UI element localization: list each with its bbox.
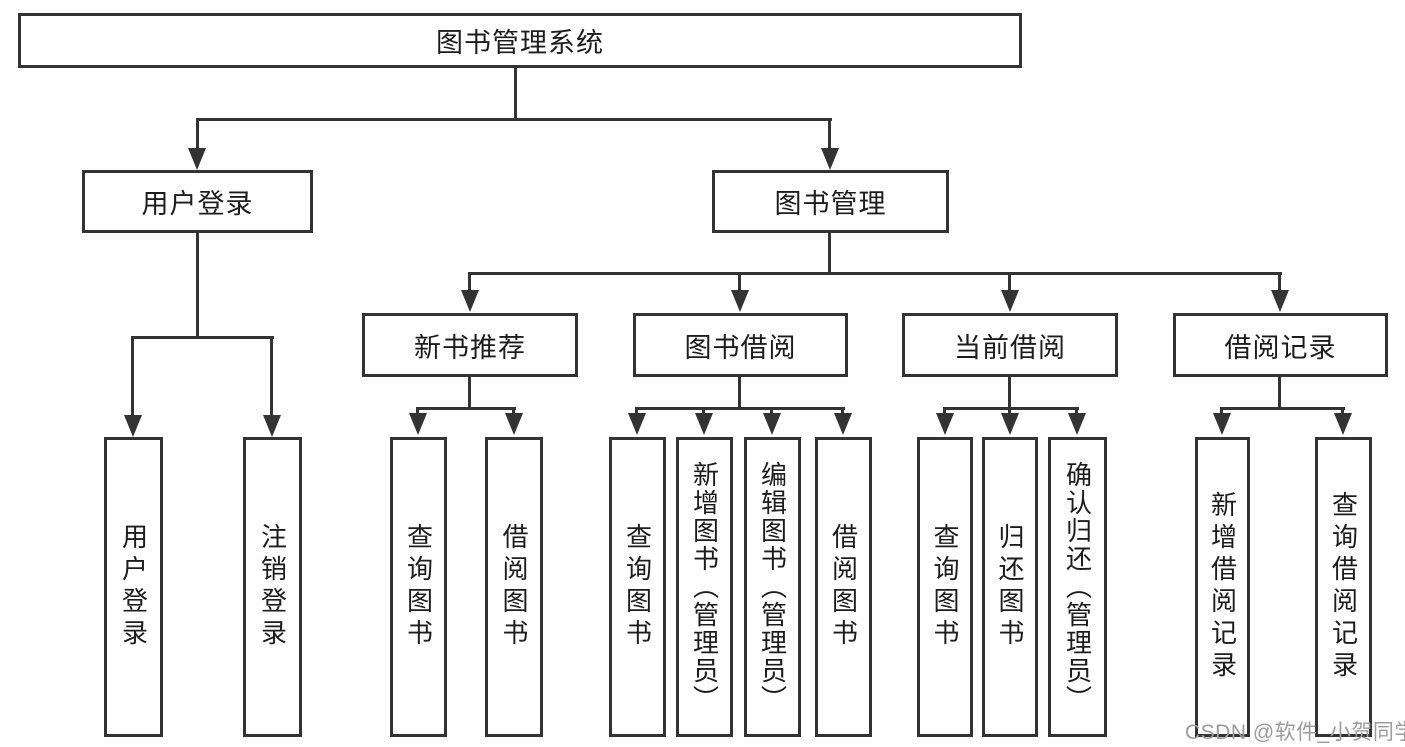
connector-ul-login-drop: [131, 336, 134, 415]
node-leaf-cb-query-books: 查询图书: [917, 437, 973, 737]
connector-bb-add-drop: [702, 407, 705, 415]
node-leaf-cb-return-books: 归还图书: [982, 437, 1038, 737]
connector-bb-query-drop: [635, 407, 638, 415]
node-borrow-records: 借阅记录: [1173, 313, 1388, 377]
connector-userlogin-rail: [131, 336, 274, 339]
node-leaf-nb-borrow-books: 借阅图书: [485, 437, 543, 737]
arrow-down-icon: [1001, 413, 1019, 435]
node-leaf-cb-confirm-return-admin: 确认归还（管理员）: [1048, 437, 1107, 737]
arrow-down-icon: [263, 415, 281, 437]
arrow-down-icon: [1334, 413, 1352, 435]
arrow-down-icon: [834, 413, 852, 435]
connector-records-rail: [1220, 407, 1345, 410]
connector-ul-logout-drop: [270, 336, 273, 415]
arrow-down-icon: [461, 290, 479, 312]
node-leaf-bb-query-books: 查询图书: [609, 437, 666, 737]
connector-cb-return-drop: [1008, 407, 1011, 415]
connector-newbooks-rail: [416, 407, 516, 410]
arrow-down-icon: [821, 148, 839, 170]
connector-nb-query-drop: [416, 407, 419, 415]
arrow-down-icon: [936, 413, 954, 435]
arrow-down-icon: [188, 148, 206, 170]
arrow-down-icon: [731, 290, 749, 312]
node-leaf-bb-add-books-admin: 新增图书（管理员）: [676, 437, 733, 737]
arrow-down-icon: [628, 413, 646, 435]
node-current-borrow: 当前借阅: [902, 313, 1118, 377]
connector-currentborrow-stem: [1008, 377, 1011, 407]
node-root: 图书管理系统: [18, 13, 1022, 68]
connector-br-add-drop: [1220, 407, 1223, 415]
connector-records-drop: [1278, 272, 1281, 290]
connector-userlogin-stem: [196, 233, 199, 336]
connector-bb-edit-drop: [770, 407, 773, 415]
connector-nb-borrow-drop: [512, 407, 515, 415]
connector-currentborrow-rail: [943, 407, 1079, 410]
connector-br-query-drop: [1341, 407, 1344, 415]
connector-cb-query-drop: [943, 407, 946, 415]
arrow-down-icon: [124, 415, 142, 437]
connector-root-stem: [514, 68, 517, 118]
arrow-down-icon: [1271, 290, 1289, 312]
arrow-down-icon: [1213, 413, 1231, 435]
node-leaf-bb-edit-books-admin: 编辑图书（管理员）: [744, 437, 801, 737]
node-user-login: 用户登录: [82, 170, 313, 233]
connector-userlogin-drop: [196, 118, 199, 151]
node-new-book-recommend: 新书推荐: [362, 313, 578, 377]
connector-bookmgmt-drop: [828, 118, 831, 151]
connector-bookborrow-rail: [635, 407, 845, 410]
connector-root-rail: [196, 118, 832, 121]
connector-currentborrow-drop: [1008, 272, 1011, 290]
connector-bookmgmt-rail: [468, 272, 1282, 275]
node-leaf-nb-query-books: 查询图书: [390, 437, 447, 737]
node-leaf-user-login: 用户登录: [104, 437, 163, 737]
connector-newbooks-drop: [468, 272, 471, 290]
arrow-down-icon: [763, 413, 781, 435]
arrow-down-icon: [695, 413, 713, 435]
arrow-down-icon: [1068, 413, 1086, 435]
node-book-management: 图书管理: [712, 170, 949, 233]
connector-bookborrow-stem: [738, 377, 741, 407]
node-leaf-logout: 注销登录: [243, 437, 302, 737]
connector-newbooks-stem: [468, 377, 471, 407]
connector-bookmgmt-stem: [828, 233, 831, 272]
connector-bookborrow-drop: [738, 272, 741, 290]
node-book-borrow: 图书借阅: [633, 313, 848, 377]
csdn-watermark: CSDN @软件_小贺同学: [1185, 721, 1405, 744]
connector-bb-borrow-drop: [841, 407, 844, 415]
node-leaf-br-query-record: 查询借阅记录: [1315, 437, 1372, 737]
arrow-down-icon: [505, 413, 523, 435]
connector-cb-confirm-drop: [1075, 407, 1078, 415]
node-leaf-br-add-record: 新增借阅记录: [1195, 437, 1250, 737]
arrow-down-icon: [1001, 290, 1019, 312]
node-leaf-bb-borrow-books: 借阅图书: [815, 437, 872, 737]
connector-records-stem: [1278, 377, 1281, 407]
arrow-down-icon: [409, 413, 427, 435]
